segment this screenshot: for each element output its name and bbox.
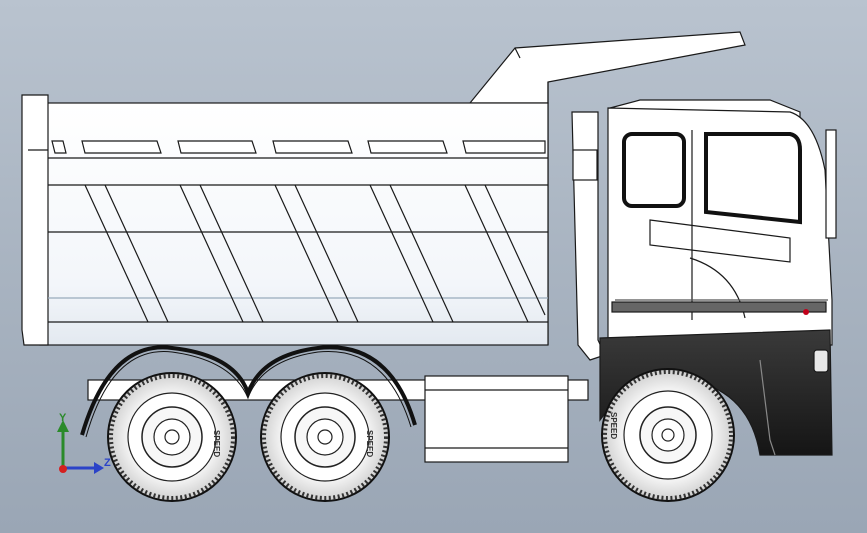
x-axis-origin-icon [59, 465, 67, 473]
tire-text-3: SPEED [609, 412, 618, 439]
dump-bed [21, 31, 746, 346]
tire-text-2: SPEED [365, 430, 374, 457]
truck-cab [599, 99, 837, 456]
y-axis-label: Y [59, 412, 67, 424]
coordinate-triad [57, 420, 104, 474]
front-wheel [601, 368, 735, 502]
rear-wheel-2 [260, 372, 390, 502]
tire-text-1: SPEED [212, 430, 221, 457]
rear-wheel-1 [107, 372, 237, 502]
z-axis-label: Z [104, 457, 111, 469]
